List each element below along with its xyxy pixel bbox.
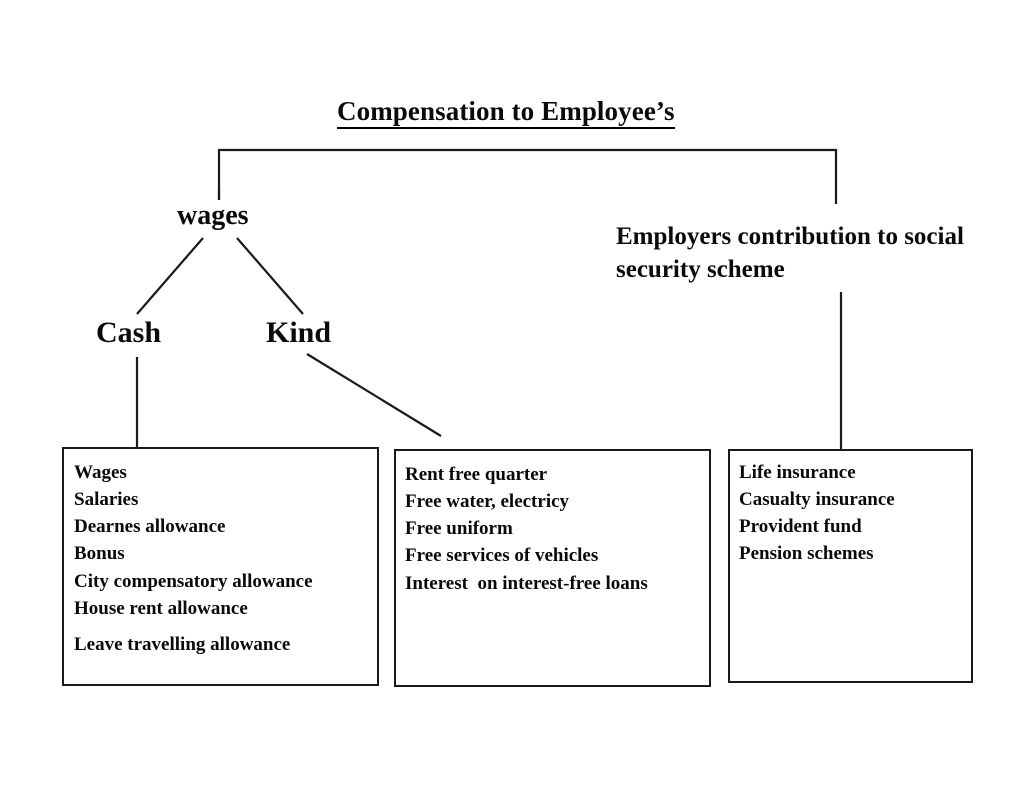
- list-item: Free services of vehicles: [405, 545, 599, 567]
- social-security-box: Life insurance Casualty insurance Provid…: [728, 449, 973, 683]
- list-item: City compensatory allowance: [74, 570, 313, 592]
- list-item: Dearnes allowance: [74, 516, 226, 538]
- node-kind: Kind: [266, 316, 332, 349]
- list-item: House rent allowance: [74, 597, 248, 619]
- list-item: Pension schemes: [739, 543, 874, 565]
- kind-compensation-box: Rent free quarter Free water, electricy …: [394, 449, 711, 687]
- list-item: Free water, electricy: [405, 491, 570, 513]
- list-item: Free uniform: [405, 518, 513, 540]
- line-wages-to-kind: [236, 237, 304, 315]
- list-item: Leave travelling allowance: [74, 633, 291, 655]
- line-kind-to-kind-box: [306, 353, 442, 437]
- list-item: Rent free quarter: [405, 464, 548, 485]
- list-item: Casualty insurance: [739, 489, 895, 511]
- kind-compensation-list: Rent free quarter Free water, electricy …: [405, 461, 709, 597]
- node-wages: wages: [177, 200, 249, 231]
- node-cash: Cash: [96, 316, 162, 349]
- cash-compensation-box: Wages Salaries Dearnes allowance Bonus C…: [62, 447, 379, 686]
- cash-compensation-list: Wages Salaries Dearnes allowance Bonus C…: [74, 459, 377, 658]
- list-item: Interest on interest-free loans: [405, 572, 648, 594]
- bracket-title-to-branches: [217, 148, 838, 204]
- list-item: Wages: [74, 462, 127, 483]
- node-employers-contribution: Employers contribution to social securit…: [616, 223, 964, 284]
- list-item: Bonus: [74, 543, 125, 565]
- diagram-title: Compensation to Employee’s: [337, 96, 675, 130]
- line-wages-to-cash: [136, 237, 204, 315]
- list-item: Provident fund: [739, 516, 862, 538]
- social-security-list: Life insurance Casualty insurance Provid…: [739, 459, 971, 568]
- list-item: Life insurance: [739, 462, 856, 483]
- list-item: Salaries: [74, 489, 139, 511]
